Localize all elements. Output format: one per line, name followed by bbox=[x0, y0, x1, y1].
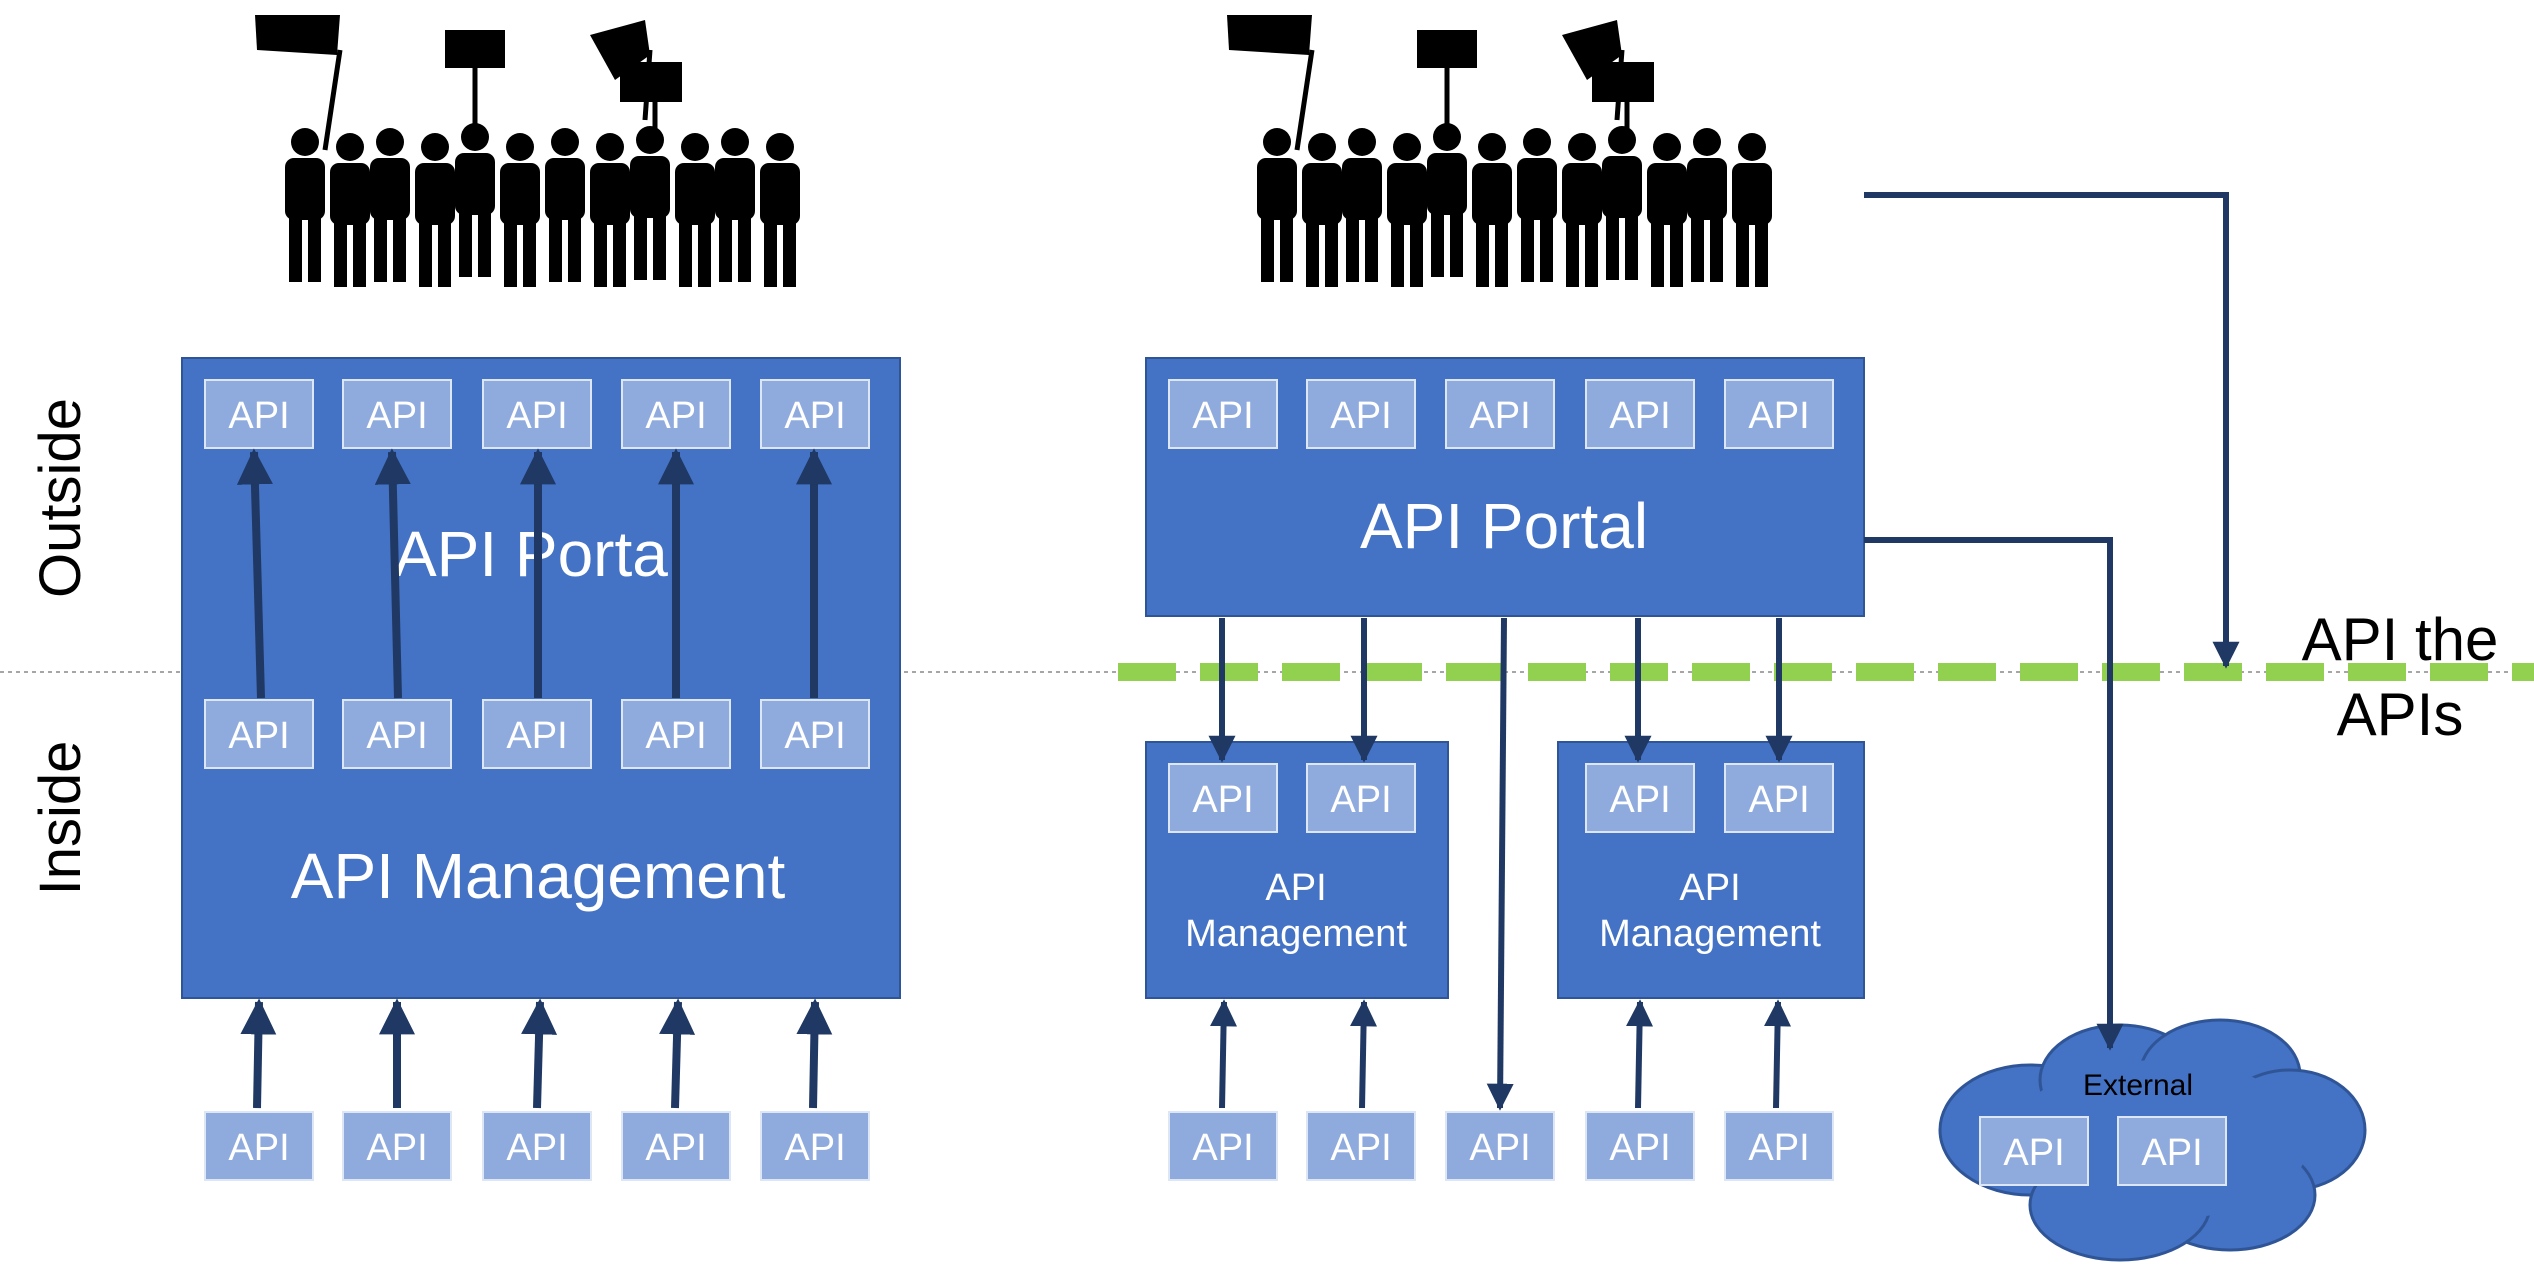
protest-crowd-icon bbox=[1227, 15, 1772, 287]
api-tile bbox=[1445, 1111, 1555, 1181]
arrow bbox=[374, 448, 411, 699]
api-tile-label: API bbox=[645, 1127, 706, 1169]
inside-label: Inside bbox=[28, 741, 93, 896]
api-tile-label: API bbox=[1469, 1127, 1530, 1169]
api-tile bbox=[204, 1111, 314, 1181]
api-tile-label: API bbox=[784, 1127, 845, 1169]
arrow bbox=[240, 998, 277, 1109]
api-tile-label: API bbox=[645, 395, 706, 437]
api-tile-label: API bbox=[506, 715, 567, 757]
arrow bbox=[1626, 999, 1654, 1109]
api-tile-label: API bbox=[1330, 395, 1391, 437]
api-tile-label: API bbox=[2003, 1132, 2064, 1174]
api-tile-label: API bbox=[1748, 1127, 1809, 1169]
api-tile-label: API bbox=[228, 395, 289, 437]
api-tile bbox=[342, 699, 452, 769]
api-tile-label: API bbox=[228, 715, 289, 757]
arrow bbox=[1210, 999, 1238, 1109]
api-tile bbox=[621, 1111, 731, 1181]
api-tile bbox=[1585, 763, 1695, 833]
api-tile bbox=[760, 1111, 870, 1181]
api-tile bbox=[1306, 1111, 1416, 1181]
api-tile-label: API bbox=[506, 1127, 567, 1169]
api-tile bbox=[1445, 379, 1555, 449]
api-tile bbox=[482, 379, 592, 449]
api-tile bbox=[760, 699, 870, 769]
api-tile bbox=[1724, 1111, 1834, 1181]
arrow bbox=[796, 998, 833, 1109]
api-tile bbox=[1168, 763, 1278, 833]
arrow bbox=[1764, 999, 1792, 1109]
api-tile-label: API bbox=[366, 715, 427, 757]
api-tile bbox=[204, 379, 314, 449]
api-tile-label: API bbox=[784, 395, 845, 437]
api-tile-label: API bbox=[1192, 395, 1253, 437]
protest-crowd-icon bbox=[255, 15, 800, 287]
arrow bbox=[521, 998, 558, 1109]
api-tile bbox=[342, 379, 452, 449]
right-arrows bbox=[1208, 192, 2240, 1111]
arrow bbox=[1864, 537, 2124, 1051]
arrow bbox=[236, 448, 273, 699]
api-tile-label: API bbox=[1609, 395, 1670, 437]
arrow bbox=[1864, 192, 2240, 669]
api-tile bbox=[1724, 379, 1834, 449]
api-tile bbox=[1724, 763, 1834, 833]
management-label-line1: API bbox=[1265, 867, 1326, 909]
api-tile-label: API bbox=[1748, 395, 1809, 437]
left-backend-api-row: API API API API API bbox=[204, 1111, 870, 1181]
api-tile-label: API bbox=[2141, 1132, 2202, 1174]
api-tile bbox=[1168, 1111, 1278, 1181]
left-internal-api-row: API API API API API bbox=[204, 699, 870, 769]
left-api-management-label: API Management bbox=[291, 840, 786, 912]
api-the-apis-label-line2: APIs bbox=[2337, 681, 2464, 748]
arrow bbox=[659, 998, 696, 1109]
management-label-line2: Management bbox=[1185, 913, 1407, 955]
api-tile-label: API bbox=[1609, 1127, 1670, 1169]
api-tile bbox=[342, 1111, 452, 1181]
api-tile-label: API bbox=[1330, 779, 1391, 821]
api-tile-label: API bbox=[366, 395, 427, 437]
api-tile bbox=[760, 379, 870, 449]
right-exposed-api-row: API API API API API bbox=[1168, 379, 1834, 449]
api-tile bbox=[1306, 763, 1416, 833]
api-tile-label: API bbox=[1748, 779, 1809, 821]
api-tile bbox=[621, 379, 731, 449]
api-tile bbox=[204, 699, 314, 769]
api-tile-label: API bbox=[1192, 1127, 1253, 1169]
api-tile bbox=[1585, 379, 1695, 449]
right-backend-api-row: API API API API API bbox=[1168, 1111, 1834, 1181]
api-tile bbox=[1306, 379, 1416, 449]
outside-label: Outside bbox=[28, 398, 93, 598]
api-tile-label: API bbox=[1609, 779, 1670, 821]
api-tile bbox=[482, 1111, 592, 1181]
api-tile bbox=[1168, 379, 1278, 449]
api-tile-label: API bbox=[645, 715, 706, 757]
arrow bbox=[1486, 617, 1514, 1111]
api-tile-label: API bbox=[1192, 779, 1253, 821]
api-tile-label: API bbox=[1330, 1127, 1391, 1169]
arrow bbox=[1350, 999, 1378, 1109]
api-tile bbox=[1979, 1116, 2089, 1186]
api-tile bbox=[1585, 1111, 1695, 1181]
left-exposed-api-row: API API API API API bbox=[204, 379, 870, 449]
api-tile-label: API bbox=[784, 715, 845, 757]
api-tile bbox=[621, 699, 731, 769]
api-tile-label: API bbox=[228, 1127, 289, 1169]
api-the-apis-label-line1: API the bbox=[2302, 606, 2499, 673]
api-tile bbox=[482, 699, 592, 769]
api-tile bbox=[2117, 1116, 2227, 1186]
api-tile-label: API bbox=[366, 1127, 427, 1169]
api-tile-label: API bbox=[1469, 395, 1530, 437]
right-api-portal-label: API Portal bbox=[1360, 490, 1648, 562]
external-label: External bbox=[2083, 1069, 2193, 1102]
api-tile-label: API bbox=[506, 395, 567, 437]
left-arrows bbox=[236, 448, 833, 1109]
management-label-line1: API bbox=[1679, 867, 1740, 909]
management-label-line2: Management bbox=[1599, 913, 1821, 955]
